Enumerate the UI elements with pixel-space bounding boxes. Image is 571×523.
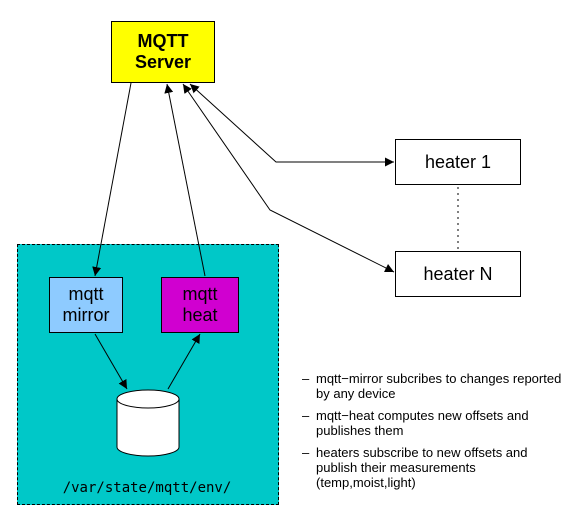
heater-1-label: heater 1 bbox=[424, 151, 492, 172]
note-item: mqtt−heat computes new offsets and publi… bbox=[302, 408, 570, 438]
mqtt-server-box: MQTT Server bbox=[111, 21, 215, 83]
mqtt-mirror-box: mqtt mirror bbox=[49, 277, 123, 333]
arrow-server-heaterN bbox=[182, 83, 395, 273]
mqtt-heat-box: mqtt heat bbox=[161, 277, 239, 333]
heater-n-label: heater N bbox=[423, 263, 493, 284]
arrow-mirror-to-db bbox=[94, 333, 128, 390]
heat-label-line2: heat bbox=[182, 305, 218, 325]
notes-list: mqtt−mirror subcribes to changes reporte… bbox=[302, 371, 570, 497]
server-label-line2: Server bbox=[134, 52, 192, 72]
note-item: heaters subscribe to new offsets and pub… bbox=[302, 445, 570, 490]
arrow-server-to-mirror bbox=[92, 82, 132, 277]
heater-1-box: heater 1 bbox=[395, 139, 521, 185]
heat-label-line1: mqtt bbox=[182, 284, 218, 304]
heater-n-box: heater N bbox=[395, 251, 521, 297]
storage-path-label: /var/state/mqtt/env/ bbox=[62, 480, 232, 496]
server-label-line1: MQTT bbox=[137, 31, 189, 51]
arrow-db-to-heat bbox=[167, 333, 201, 390]
arrow-server-heater1 bbox=[189, 83, 394, 167]
database-icon bbox=[116, 389, 180, 457]
note-item: mqtt−mirror subcribes to changes reporte… bbox=[302, 371, 570, 401]
mirror-label-line1: mqtt bbox=[68, 284, 104, 304]
arrow-heat-to-server bbox=[164, 83, 206, 277]
mirror-label-line2: mirror bbox=[62, 305, 110, 325]
